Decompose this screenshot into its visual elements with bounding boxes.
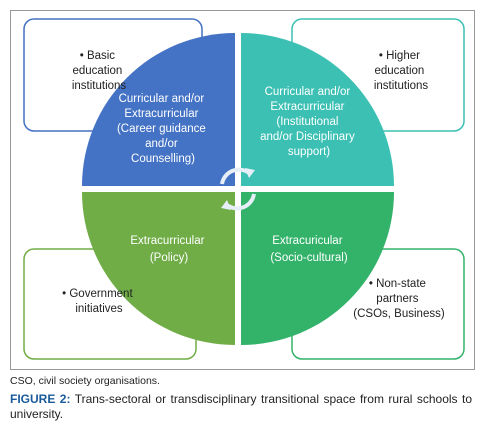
quadrant-top-right bbox=[241, 33, 394, 186]
caption-text: Trans-sectoral or transdisciplinary tran… bbox=[10, 392, 472, 421]
quadrant-bottom-right-text: Extracuricular (Socio-cultural) bbox=[270, 235, 347, 264]
quadrant-diagram: • Basic education institutions • Higher … bbox=[23, 18, 465, 360]
box-top-left-text: • Basic education institutions bbox=[72, 50, 127, 92]
cycle-arrows-icon bbox=[220, 167, 256, 211]
quadrant-bottom-right bbox=[241, 192, 394, 345]
abbreviation-note: CSO, civil society organisations. bbox=[10, 375, 160, 387]
box-bottom-left-text: • Government initiatives bbox=[62, 288, 136, 315]
quadrant-bottom-left bbox=[82, 192, 235, 345]
box-top-right-text: • Higher education institutions bbox=[374, 50, 429, 92]
figure-caption: FIGURE 2: Trans-sectoral or transdiscipl… bbox=[10, 392, 472, 422]
box-bottom-right-text: • Non-state partners (CSOs, Business) bbox=[353, 278, 445, 320]
quadrant-top-left bbox=[82, 33, 235, 186]
quadrant-top-left-text: Curricular and/or Extracurricular (Caree… bbox=[117, 93, 209, 165]
caption-label: FIGURE 2: bbox=[10, 392, 71, 406]
quadrant-bottom-left-text: Extracurricular (Policy) bbox=[130, 235, 207, 264]
figure-panel: • Basic education institutions • Higher … bbox=[10, 10, 475, 370]
quadrant-top-right-text: Curricular and/or Extracurricular (Insti… bbox=[260, 86, 358, 158]
